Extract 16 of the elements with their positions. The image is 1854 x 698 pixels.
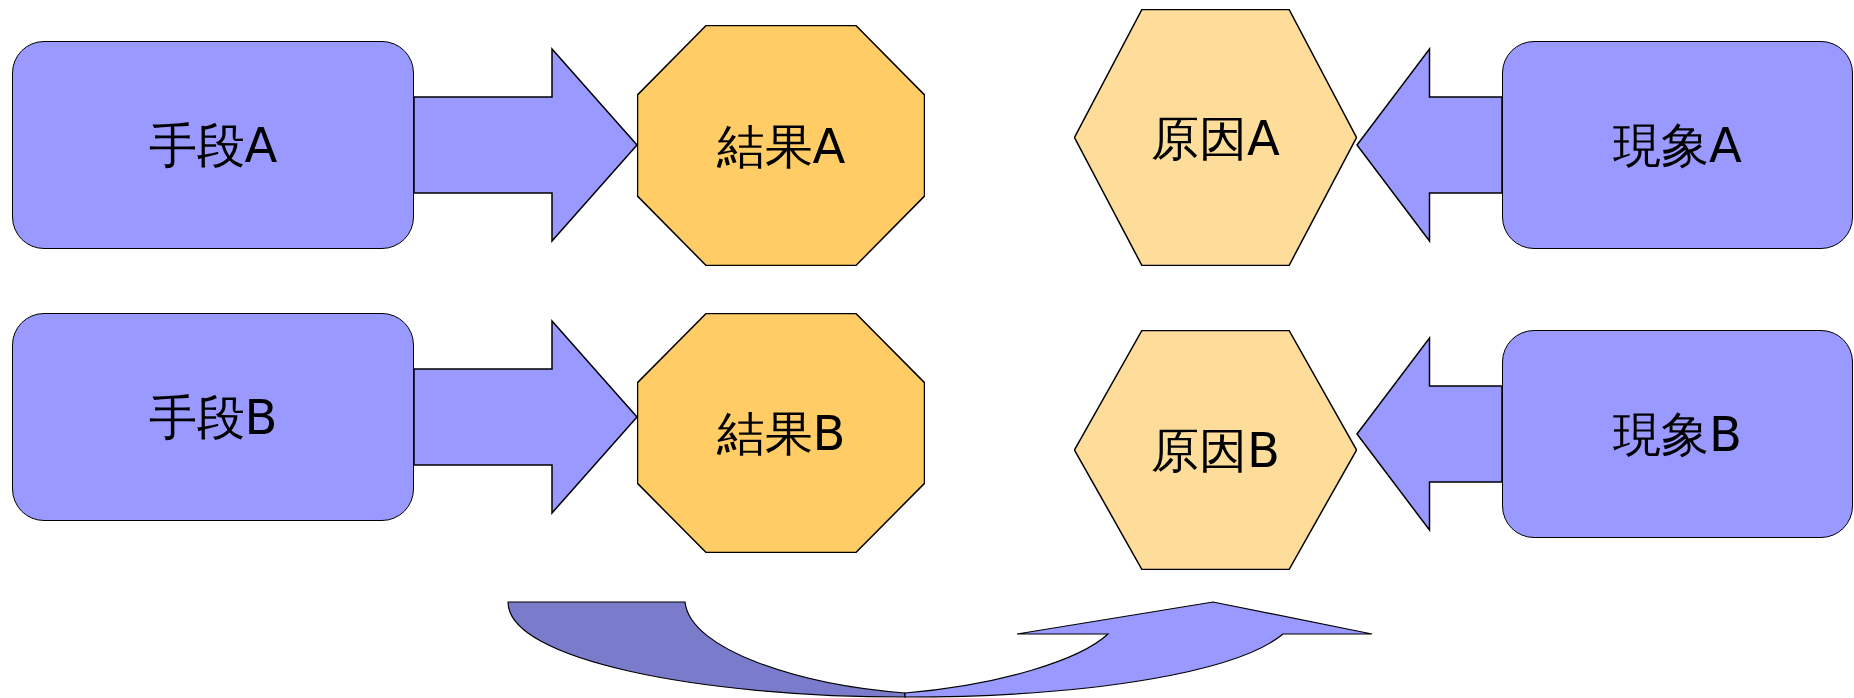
node-label: 手段B [148, 393, 278, 441]
block-arrow [1356, 335, 1503, 533]
node-label: 現象A [1613, 121, 1742, 169]
block-arrow [413, 47, 638, 243]
rounded-box [1502, 330, 1853, 538]
block-arrow [413, 319, 638, 515]
rounded-box [12, 313, 414, 521]
rounded-box [12, 41, 414, 249]
node-label: 結果A [716, 121, 846, 170]
node-label: 結果B [716, 409, 846, 457]
block-arrow [1356, 46, 1503, 244]
rounded-box [1502, 41, 1853, 249]
node-label: 手段A [148, 121, 278, 169]
node-label: 現象B [1613, 410, 1742, 458]
node-label: 原因A [1151, 113, 1280, 162]
node-label: 原因B [1151, 426, 1280, 474]
